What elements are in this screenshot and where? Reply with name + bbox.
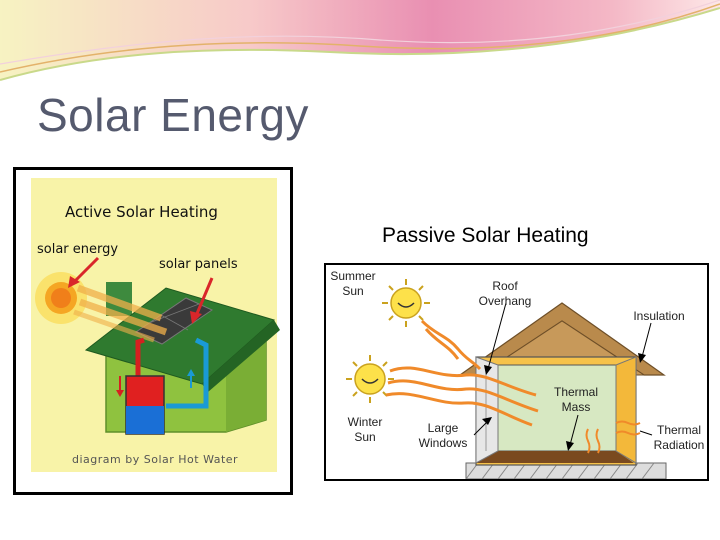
diagram-credit: diagram by Solar Hot Water [72, 453, 239, 466]
label-thermal-2: Thermal [656, 423, 701, 437]
label-solar-panels: solar panels [159, 257, 238, 272]
passive-diagram-title: Passive Solar Heating [382, 224, 589, 247]
passive-house-illustration [346, 279, 667, 479]
label-large: Large [427, 421, 459, 435]
label-sun-2: Sun [354, 430, 376, 444]
label-winter: Winter [347, 415, 383, 429]
label-windows: Windows [418, 436, 468, 450]
label-overhang: Overhang [478, 294, 532, 308]
label-thermal: Thermal [553, 385, 598, 399]
label-large-windows: Large Windows [410, 421, 476, 451]
label-insulation: Insulation [633, 309, 685, 323]
label-summer-sun: Summer Sun [326, 269, 380, 299]
label-roof-overhang: Roof Overhang [472, 279, 538, 309]
label-mass: Mass [561, 400, 591, 414]
label-thermal-radiation: Thermal Radiation [648, 423, 707, 453]
winter-sun-icon [346, 355, 394, 403]
label-radiation: Radiation [653, 438, 705, 452]
label-roof: Roof [492, 279, 518, 293]
header-ribbon [0, 0, 720, 81]
active-solar-figure: Active Solar Heating solar energy solar … [13, 167, 293, 495]
label-solar-energy: solar energy [37, 242, 119, 257]
label-summer: Summer [330, 269, 376, 283]
label-thermal-mass: Thermal Mass [544, 385, 608, 415]
passive-solar-figure: Summer Sun Roof Overhang Insulation Ther… [324, 263, 709, 481]
slide-title: Solar Energy [37, 89, 309, 141]
label-sun: Sun [342, 284, 364, 298]
active-diagram-title: Active Solar Heating [65, 203, 218, 221]
label-winter-sun: Winter Sun [338, 415, 392, 445]
active-house-illustration [35, 256, 280, 435]
summer-sun-icon [382, 279, 430, 327]
